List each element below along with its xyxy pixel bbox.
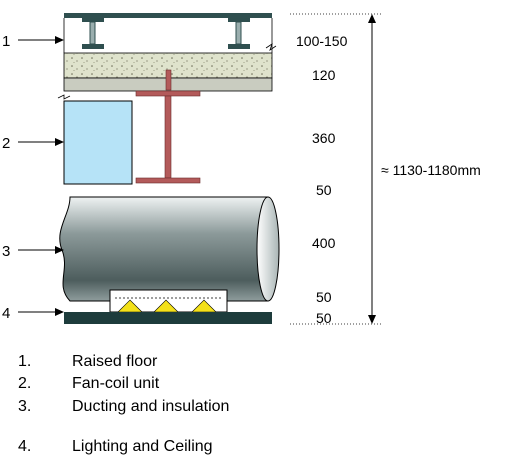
legend-label: Raised floor — [72, 353, 158, 370]
svg-text:4: 4 — [2, 305, 10, 322]
svg-text:2: 2 — [2, 135, 10, 152]
floor-pedestal-right — [228, 18, 250, 49]
total-height-label: ≈ 1130-1180mm — [381, 162, 481, 178]
raised-floor — [63, 13, 277, 53]
svg-text:1: 1 — [2, 33, 10, 50]
floor-pedestal-left — [82, 18, 104, 49]
ceiling-panel — [64, 312, 272, 324]
legend-label: Fan-coil unit — [72, 375, 160, 392]
duct — [59, 196, 280, 302]
legend-number: 4. — [18, 438, 32, 455]
duct-end — [256, 196, 280, 302]
ceiling-void-diagram: 1 2 3 4 100-150 120 360 50 400 50 50 ≈ 1… — [2, 13, 481, 326]
break-mark-icon — [265, 43, 277, 51]
dim-beam: 360 — [312, 130, 336, 146]
arrow-down-icon — [368, 315, 376, 324]
steel-beam — [135, 69, 201, 184]
marker-2: 2 — [2, 135, 64, 152]
marker-3: 3 — [2, 243, 64, 260]
arrow-right-icon — [55, 138, 64, 146]
arrow-up-icon — [368, 14, 376, 23]
light-fitting — [109, 289, 228, 313]
legend-number: 1. — [18, 353, 32, 370]
overall-dimension: ≈ 1130-1180mm — [290, 13, 481, 325]
marker-1: 1 — [2, 33, 64, 50]
dim-duct: 400 — [312, 235, 336, 251]
dim-ceiling: 50 — [316, 310, 332, 326]
legend-number: 2. — [18, 375, 32, 392]
floor-panel — [64, 13, 272, 18]
arrow-right-icon — [55, 36, 64, 44]
dim-raised-floor: 100-150 — [296, 33, 348, 49]
arrow-right-icon — [55, 308, 64, 316]
fan-coil-unit — [63, 100, 133, 185]
marker-4: 4 — [2, 305, 64, 322]
legend-label: Ducting and insulation — [72, 398, 230, 415]
svg-text:3: 3 — [2, 243, 10, 260]
arrow-right-icon — [55, 246, 64, 254]
legend-label: Lighting and Ceiling — [72, 438, 213, 455]
dim-light: 50 — [316, 289, 332, 305]
dim-gap: 50 — [316, 182, 332, 198]
dim-slab: 120 — [312, 67, 336, 83]
break-mark-icon — [57, 94, 71, 100]
legend-number: 3. — [18, 398, 32, 415]
